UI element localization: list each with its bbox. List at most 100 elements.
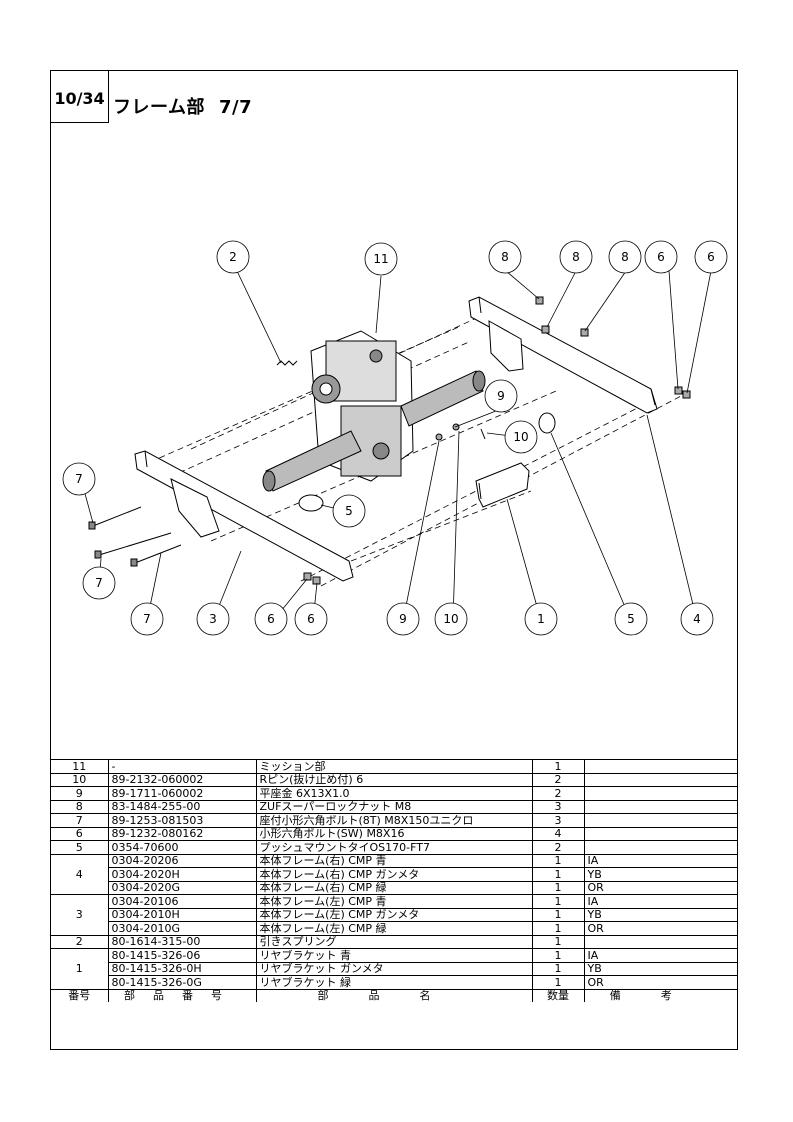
part-code-cell: 89-2132-060002 bbox=[107, 772, 257, 787]
callout-1 bbox=[524, 602, 558, 636]
part-index-cell: 4 bbox=[51, 853, 109, 895]
callout-8 bbox=[559, 240, 593, 274]
parts-sheet: 10/34 フレーム部 7/7 bbox=[50, 70, 738, 1050]
callout-7 bbox=[82, 566, 116, 600]
part-note-cell: YB bbox=[583, 961, 737, 976]
part-index-cell: 11 bbox=[51, 759, 109, 774]
part-qty-cell: 1 bbox=[531, 853, 585, 868]
page-number: 10/34 bbox=[51, 71, 109, 123]
callout-7 bbox=[130, 602, 164, 636]
callout-6 bbox=[644, 240, 678, 274]
part-note-cell bbox=[583, 786, 737, 801]
callout-3 bbox=[196, 602, 230, 636]
part-note-cell: IA bbox=[583, 853, 737, 868]
part-name-cell: 引きスプリング bbox=[255, 934, 533, 949]
callout-10 bbox=[434, 602, 468, 636]
part-code-cell: 80-1415-326-0G bbox=[108, 975, 257, 990]
section-title: フレーム部 bbox=[113, 97, 205, 118]
part-index-cell: 8 bbox=[51, 799, 109, 814]
part-code-cell: 0304-20206 bbox=[107, 853, 257, 868]
part-qty-cell: 1 bbox=[531, 934, 585, 949]
part-note-cell bbox=[583, 759, 737, 774]
part-qty-cell: 1 bbox=[531, 961, 585, 976]
part-code-cell: 0304-20106 bbox=[107, 894, 257, 909]
callouts bbox=[62, 240, 728, 636]
callout-4 bbox=[680, 602, 714, 636]
callout-7 bbox=[62, 462, 96, 496]
callout-label: 9 bbox=[399, 612, 407, 626]
callout-label: 7 bbox=[75, 472, 83, 486]
part-code-cell: - bbox=[107, 759, 257, 774]
section-page: 7/7 bbox=[218, 97, 253, 118]
part-qty-cell: 1 bbox=[531, 948, 585, 963]
callout-8 bbox=[608, 240, 642, 274]
part-code-cell: 80-1614-315-00 bbox=[107, 934, 257, 949]
part-index-cell: 10 bbox=[51, 772, 109, 787]
long-bolts bbox=[88, 506, 182, 567]
callout-label: 8 bbox=[572, 250, 580, 264]
callout-label: 6 bbox=[307, 612, 315, 626]
callout-label: 8 bbox=[621, 250, 629, 264]
part-qty-cell: 3 bbox=[531, 799, 585, 814]
part-qty-cell: 1 bbox=[531, 759, 585, 774]
part-code-cell: 0354-70600 bbox=[107, 840, 257, 855]
part-qty-cell: 1 bbox=[531, 880, 585, 895]
page-title: フレーム部 7/7 bbox=[113, 93, 252, 119]
part-name-cell: リヤブラケット 緑 bbox=[255, 975, 533, 990]
part-index-cell: 2 bbox=[51, 934, 109, 949]
left-frame bbox=[134, 450, 354, 582]
part-qty-cell: 4 bbox=[531, 826, 585, 841]
header-qty: 数量 bbox=[531, 988, 585, 1002]
part-note-cell bbox=[583, 772, 737, 787]
callout-label: 5 bbox=[345, 504, 353, 518]
callout-label: 10 bbox=[513, 430, 528, 444]
push-mount-tie-right bbox=[538, 412, 556, 434]
callout-2 bbox=[216, 240, 250, 274]
part-code-cell: 89-1711-060002 bbox=[107, 786, 257, 801]
part-name-cell: 本体フレーム(右) CMP 緑 bbox=[255, 880, 533, 895]
part-note-cell bbox=[583, 826, 737, 841]
callout-5 bbox=[332, 494, 366, 528]
header-note: 備考 bbox=[583, 988, 737, 1002]
part-note-cell: IA bbox=[583, 894, 737, 909]
part-qty-cell: 1 bbox=[531, 894, 585, 909]
part-name-cell: 座付小形六角ボルト(8T) M8X150ユニクロ bbox=[255, 813, 533, 828]
small-fasteners bbox=[303, 296, 691, 585]
part-index-cell: 9 bbox=[51, 786, 109, 801]
callout-labels: 2 11 8 8 8 6 6 9 10 7 5 7 7 3 6 6 9 10 1… bbox=[75, 250, 715, 626]
part-name-cell: 本体フレーム(右) CMP 青 bbox=[255, 853, 533, 868]
callout-label: 6 bbox=[707, 250, 715, 264]
part-qty-cell: 1 bbox=[531, 867, 585, 882]
callout-6 bbox=[294, 602, 328, 636]
header-code: 部品番号 bbox=[107, 988, 257, 1002]
part-note-cell bbox=[583, 840, 737, 855]
part-note-cell: YB bbox=[583, 867, 737, 882]
callout-label: 7 bbox=[143, 612, 151, 626]
part-note-cell bbox=[583, 934, 737, 949]
callout-label: 6 bbox=[267, 612, 275, 626]
part-note-cell bbox=[583, 813, 737, 828]
part-name-cell: Rピン(抜け止め付) 6 bbox=[255, 772, 533, 787]
part-index-cell: 3 bbox=[51, 894, 109, 936]
part-index-cell: 5 bbox=[51, 840, 109, 855]
part-note-cell bbox=[583, 799, 737, 814]
part-qty-cell: 1 bbox=[531, 907, 585, 922]
part-index-cell: 1 bbox=[51, 948, 109, 990]
part-note-cell: OR bbox=[583, 975, 737, 990]
part-code-cell: 83-1484-255-00 bbox=[107, 799, 257, 814]
part-code-cell: 0304-2020G bbox=[108, 880, 257, 895]
callout-label: 1 bbox=[537, 612, 545, 626]
callout-11 bbox=[364, 242, 398, 276]
part-code-cell: 89-1232-080162 bbox=[107, 826, 257, 841]
